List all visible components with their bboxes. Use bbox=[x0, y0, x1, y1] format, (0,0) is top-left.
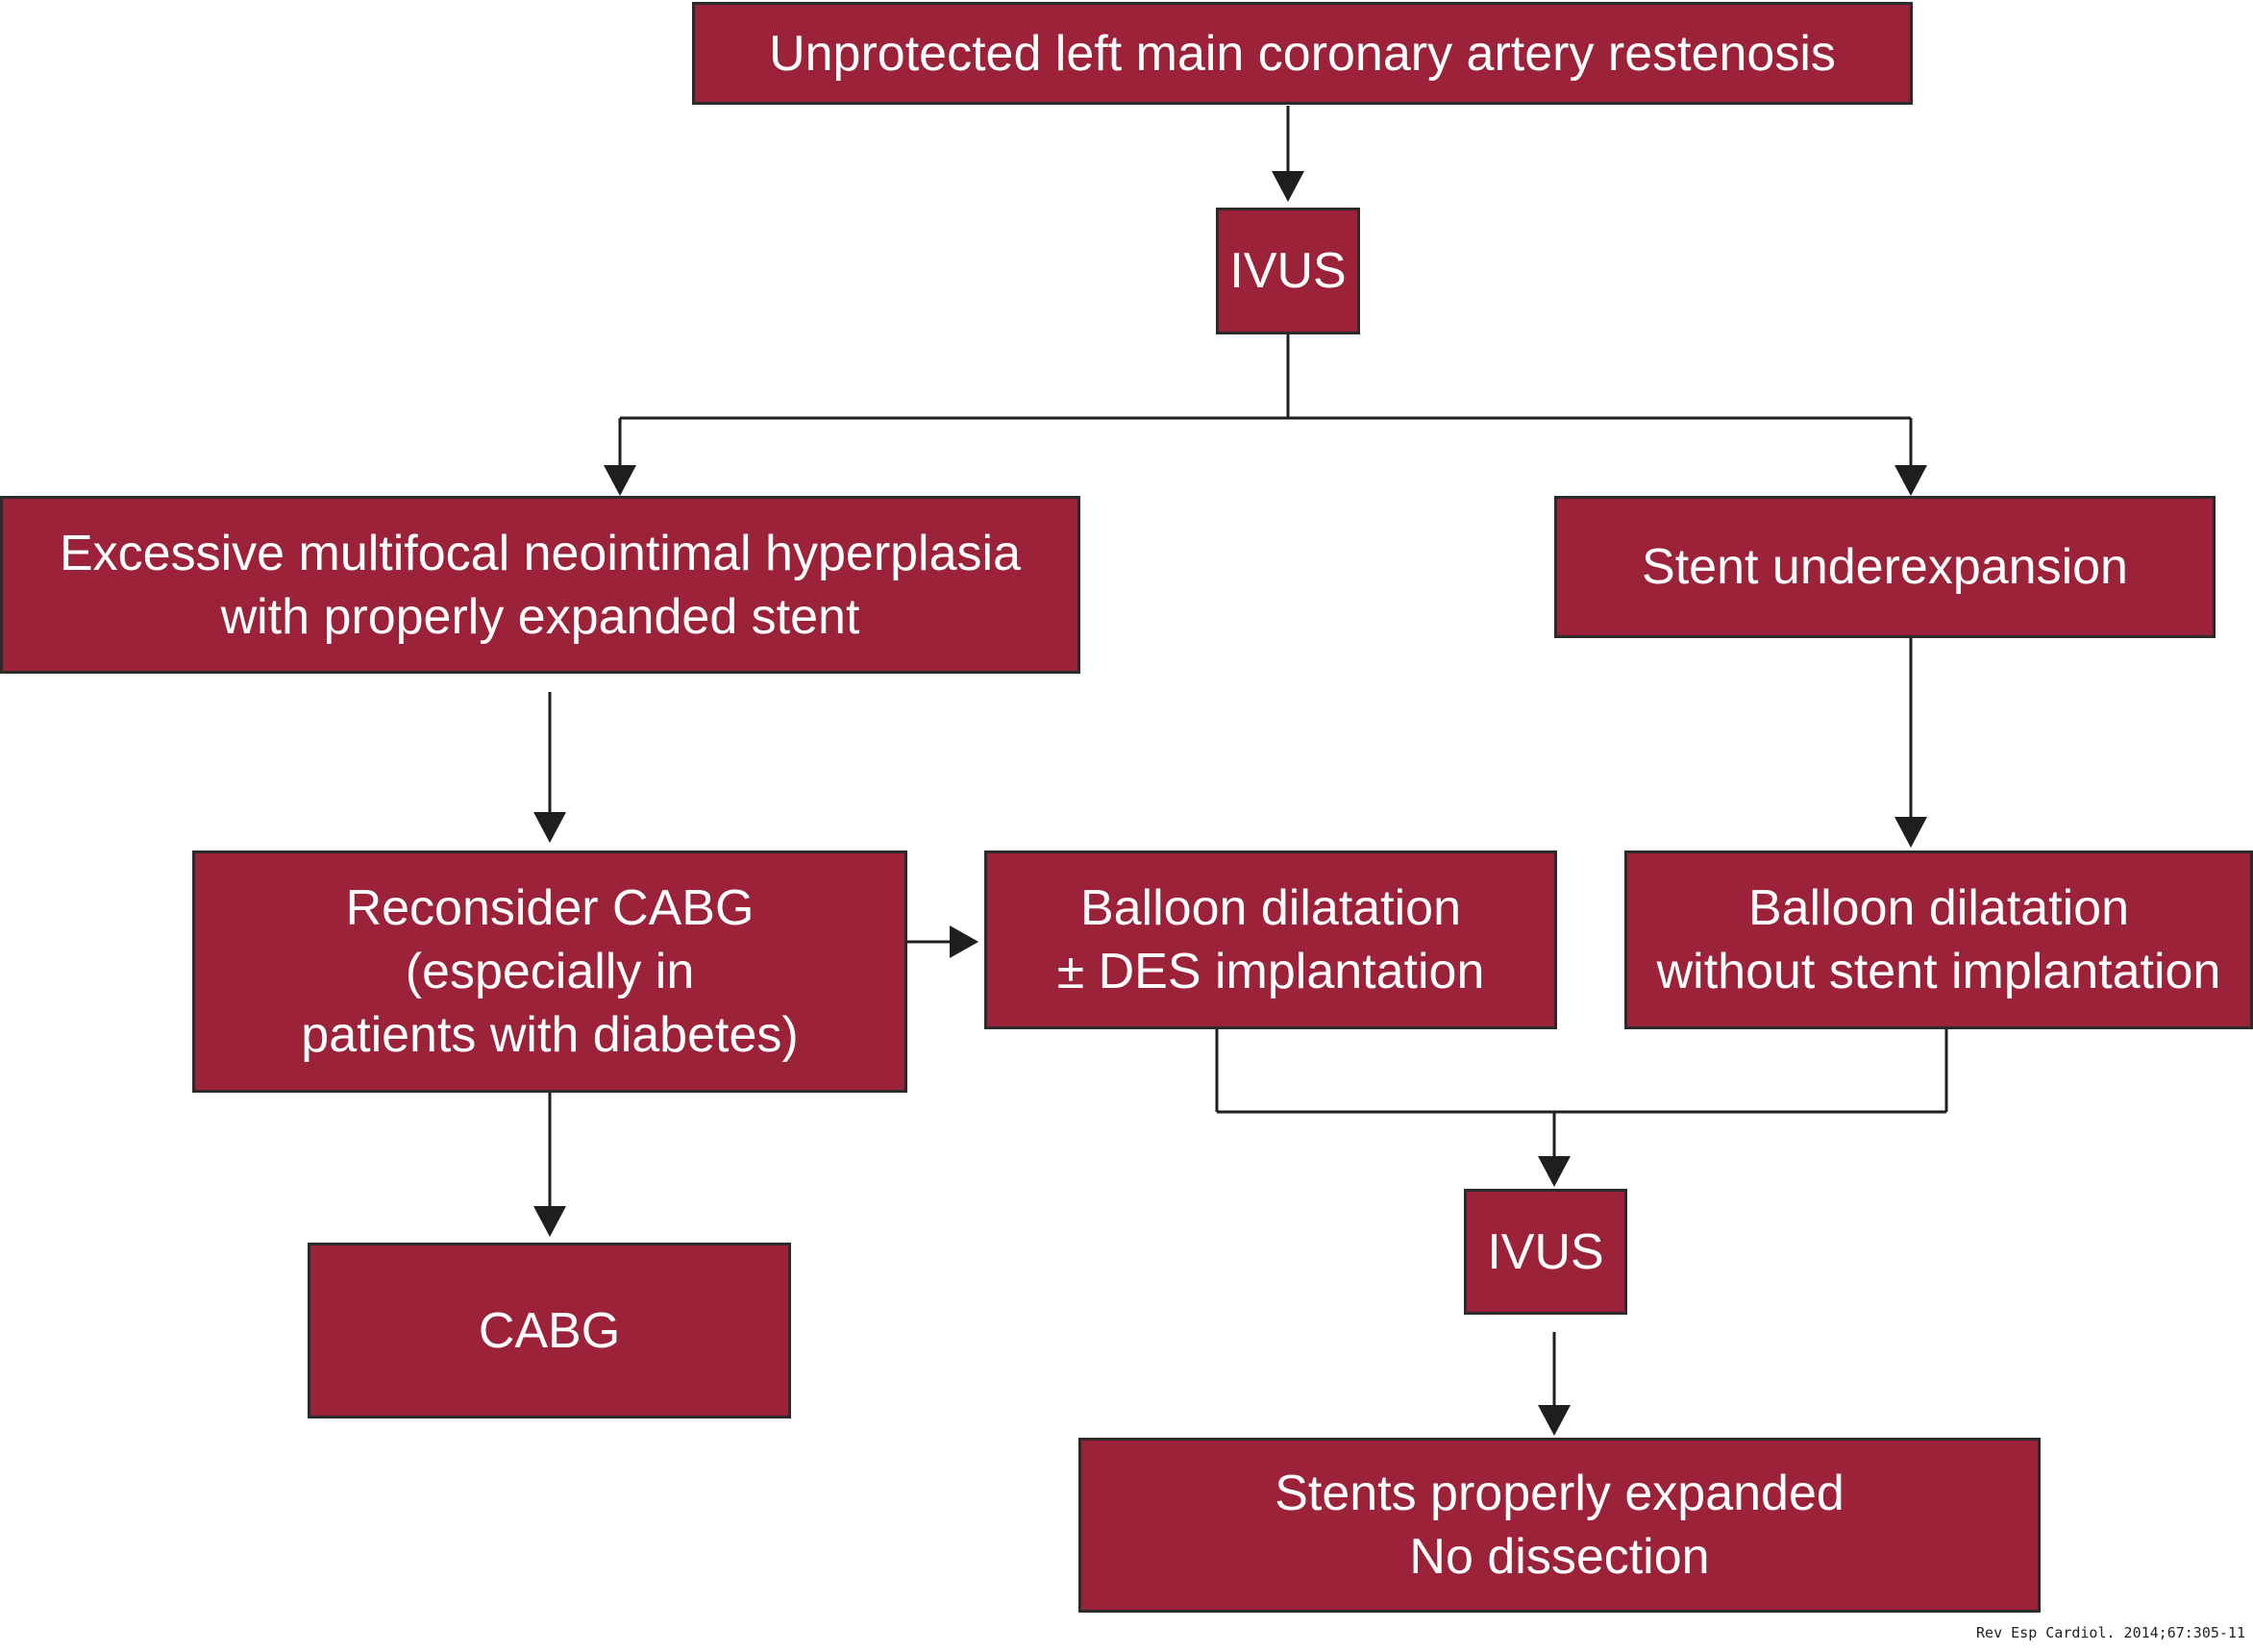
node-label: Unprotected left main coronary artery re… bbox=[769, 25, 1836, 82]
node-neointimal-hyperplasia: Excessive multifocal neointimal hyperpla… bbox=[0, 496, 1080, 674]
node-stent-underexpansion: Stent underexpansion bbox=[1554, 496, 2216, 638]
arrowhead bbox=[533, 1206, 566, 1237]
node-label: IVUS bbox=[1487, 1223, 1604, 1280]
node-label: Stent underexpansion bbox=[1642, 539, 2128, 595]
node-reconsider-cabg: Reconsider CABG (especially in patients … bbox=[192, 851, 907, 1093]
node-label-line: Balloon dilatation bbox=[1079, 880, 1462, 936]
node-label-line: (especially in bbox=[405, 944, 695, 999]
node-label-line: Reconsider CABG bbox=[345, 880, 755, 936]
node-balloon-des: Balloon dilatation ± DES implantation bbox=[984, 851, 1557, 1029]
node-label-line: patients with diabetes) bbox=[301, 1007, 799, 1063]
node-label-line: No dissection bbox=[1409, 1529, 1710, 1585]
arrowhead bbox=[604, 465, 636, 496]
arrowhead bbox=[533, 812, 566, 843]
arrowhead bbox=[1272, 171, 1304, 202]
node-ivus-second: IVUS bbox=[1464, 1189, 1627, 1315]
node-stents-properly-expanded: Stents properly expanded No dissection bbox=[1078, 1438, 2041, 1613]
arrowhead bbox=[1894, 465, 1927, 496]
arrowhead bbox=[950, 925, 978, 958]
node-cabg: CABG bbox=[308, 1243, 791, 1418]
node-label-line: Excessive multifocal neointimal hyperpla… bbox=[59, 525, 1021, 581]
node-ivus-first: IVUS bbox=[1216, 208, 1360, 334]
node-label: IVUS bbox=[1229, 243, 1347, 299]
arrowhead bbox=[1894, 817, 1927, 848]
node-restenosis: Unprotected left main coronary artery re… bbox=[692, 2, 1913, 105]
node-label-line: Balloon dilatation bbox=[1747, 880, 2130, 936]
node-label-line: with properly expanded stent bbox=[220, 588, 860, 645]
node-balloon-no-stent: Balloon dilatation without stent implant… bbox=[1624, 851, 2253, 1029]
node-label-line: without stent implantation bbox=[1656, 944, 2221, 999]
source-citation: Rev Esp Cardiol. 2014;67:305-11 bbox=[1976, 1624, 2245, 1641]
node-label-line: Stents properly expanded bbox=[1275, 1466, 1844, 1521]
arrowhead bbox=[1538, 1156, 1571, 1187]
node-label: CABG bbox=[478, 1302, 621, 1359]
arrowhead bbox=[1538, 1405, 1571, 1436]
node-label-line: ± DES implantation bbox=[1056, 944, 1485, 999]
